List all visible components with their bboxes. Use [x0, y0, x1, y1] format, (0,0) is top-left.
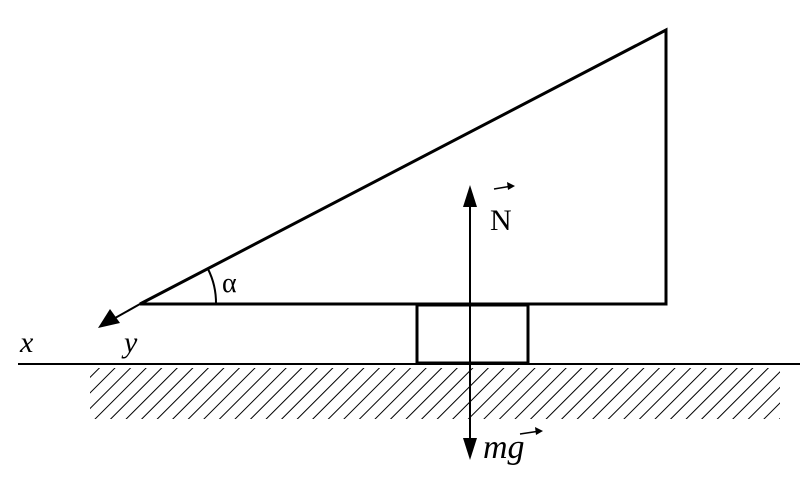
normal-force-arrowhead-icon [463, 185, 477, 207]
axis-x-label: x [19, 326, 34, 359]
axis-y-label: y [121, 326, 138, 359]
normal-force-label: N [490, 204, 512, 237]
angle-label: α [222, 268, 237, 299]
gravity-vector-arrowtip-icon [535, 427, 543, 435]
gravity-force-arrowhead-icon [463, 438, 477, 460]
gravity-force-label: mg [483, 429, 525, 466]
normal-vector-arrowtip-icon [507, 182, 515, 190]
axis-arrowhead-icon [98, 309, 120, 328]
ground-hatching [90, 368, 780, 419]
support-block [415, 303, 530, 365]
angle-arc [207, 268, 218, 305]
wedge-triangle [139, 27, 668, 306]
